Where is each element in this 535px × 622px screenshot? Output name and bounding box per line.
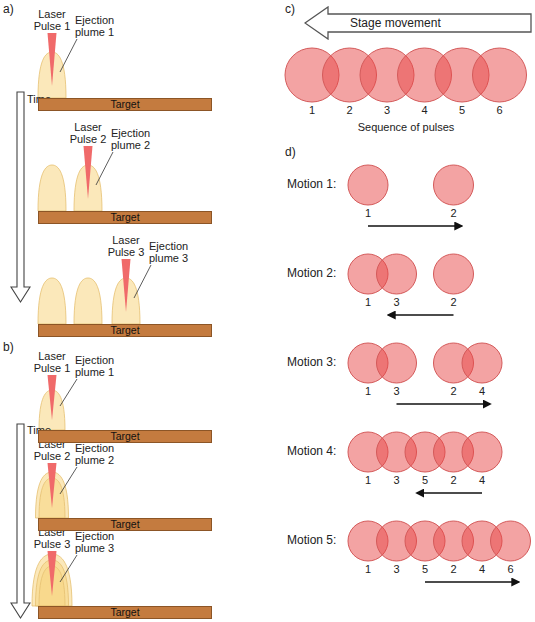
laser-spot: [434, 254, 474, 294]
laser-spot: [462, 432, 502, 472]
target-label: Target: [110, 99, 139, 110]
target-label: Target: [110, 519, 139, 530]
plume-label: Ejection plume 3: [149, 240, 199, 265]
plume-label: Ejection plume 1: [75, 354, 125, 379]
pulse-number: 3: [384, 104, 390, 116]
arrow-label: Stage movement: [350, 16, 441, 30]
leader-line: [134, 265, 151, 298]
time-arrow: [11, 424, 30, 618]
leader-line: [60, 467, 77, 494]
pulse-number: 4: [479, 563, 485, 575]
pulse-number: 3: [393, 296, 399, 308]
pulse-number: 6: [496, 104, 502, 116]
pulse-label: Laser Pulse 3: [105, 234, 147, 259]
pulse-number: 1: [365, 296, 371, 308]
pulse-number: 2: [450, 296, 456, 308]
pulse-number: 1: [365, 207, 371, 219]
laser-beam: [48, 551, 57, 596]
pulse-number: 6: [507, 563, 513, 575]
laser-spot: [377, 343, 417, 383]
laser-spot: [473, 48, 527, 102]
laser-beam: [48, 375, 57, 420]
panel-label: a): [3, 3, 14, 16]
pulse-number: 3: [393, 563, 399, 575]
motion-arrow: [425, 581, 519, 583]
pulse-number: 2: [450, 207, 456, 219]
pulse-number: 4: [479, 474, 485, 486]
stage-arrow: Stage movement: [304, 6, 533, 40]
motion-label: Motion 2:: [287, 267, 336, 280]
laser-spot: [434, 165, 474, 205]
laser-beam: [122, 259, 131, 312]
target-bar: Target: [38, 430, 212, 443]
ejection-plume: [74, 278, 102, 324]
laser-beam: [84, 146, 93, 199]
pulse-number: 5: [422, 474, 428, 486]
motion-arrow: [389, 314, 454, 316]
target-label: Target: [110, 325, 139, 336]
laser-spot: [462, 343, 502, 383]
motion-label: Motion 4:: [287, 445, 336, 458]
panel-label: d): [285, 146, 296, 159]
pulse-number: 1: [365, 474, 371, 486]
leader-line: [60, 379, 77, 406]
pulse-number: 2: [346, 104, 352, 116]
pulse-number: 2: [450, 563, 456, 575]
panel-label: b): [3, 341, 14, 354]
plume-label: Ejection plume 2: [75, 442, 125, 467]
motion-label: Motion 5:: [287, 534, 336, 547]
target-bar: Target: [38, 98, 212, 111]
target-bar: Target: [38, 518, 212, 531]
leader-line: [96, 152, 113, 185]
pulse-number: 3: [393, 474, 399, 486]
laser-spot: [377, 254, 417, 294]
target-bar: Target: [38, 324, 212, 337]
pulse-number: 3: [393, 385, 399, 397]
laser-beam: [48, 463, 57, 508]
plume-label: Ejection plume 1: [75, 14, 125, 39]
pulse-number: 4: [479, 385, 485, 397]
leader-line: [60, 39, 77, 72]
motion-arrow: [397, 403, 491, 405]
motion-label: Motion 1:: [287, 178, 336, 191]
pulse-number: 1: [365, 563, 371, 575]
target-bar: Target: [38, 606, 212, 619]
time-arrow: [11, 92, 30, 302]
laser-spot: [348, 165, 388, 205]
pulse-number: 5: [459, 104, 465, 116]
ejection-plume: [38, 278, 66, 324]
laser-spot: [491, 521, 531, 561]
pulse-number: 1: [365, 385, 371, 397]
pulse-label: Laser Pulse 1: [31, 8, 73, 33]
pulse-number: 5: [422, 563, 428, 575]
ejection-plume: [38, 165, 66, 211]
target-label: Target: [110, 607, 139, 618]
pulse-number: 2: [450, 474, 456, 486]
plume-label: Ejection plume 3: [75, 530, 125, 555]
pulse-number: 1: [309, 104, 315, 116]
axis-label: Sequence of pulses: [358, 121, 455, 133]
laser-beam: [48, 33, 57, 86]
target-label: Target: [110, 212, 139, 223]
target-bar: Target: [38, 211, 212, 224]
motion-label: Motion 3:: [287, 356, 336, 369]
pulse-number: 4: [421, 104, 427, 116]
leader-line: [60, 555, 77, 582]
plume-label: Ejection plume 2: [111, 127, 161, 152]
pulse-label: Laser Pulse 2: [67, 121, 109, 146]
target-label: Target: [110, 431, 139, 442]
motion-arrow: [417, 492, 482, 494]
pulse-number: 2: [450, 385, 456, 397]
arrow-outline: [305, 7, 531, 39]
panel-label: c): [285, 3, 295, 16]
pulse-label: Laser Pulse 1: [31, 350, 73, 375]
motion-arrow: [368, 225, 462, 227]
